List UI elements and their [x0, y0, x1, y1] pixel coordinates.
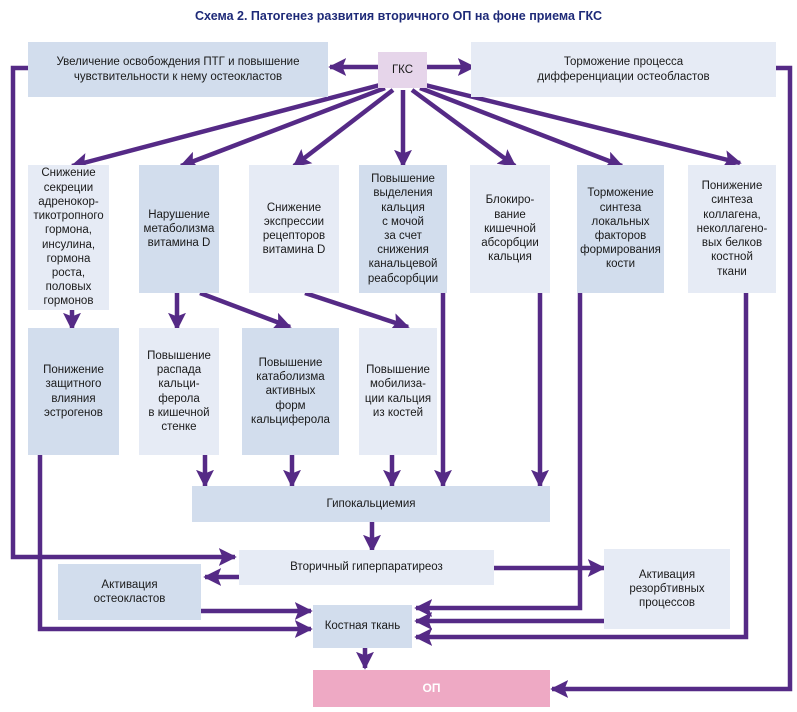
arrow-gks-local [419, 85, 624, 169]
node-op: ОП [313, 670, 550, 707]
node-vitd-metab: Нарушение метаболизма витамина D [139, 165, 219, 293]
node-resorptive: Активация резорбтивных процессов [604, 549, 730, 629]
node-intestinal: Блокиро- вание кишечной абсорбции кальци… [470, 165, 550, 293]
node-hyperparathyroidism: Вторичный гиперпаратиреоз [239, 550, 494, 585]
node-osteoblast: Торможение процесса дифференциации остео… [471, 42, 776, 97]
arrow-gks-intestinal [410, 88, 517, 168]
arrow-ptg-hpt [10, 65, 237, 566]
arrow-vitd-catabolism [199, 290, 292, 330]
arrow-gks-vitd-receptors [292, 88, 395, 168]
node-vitd-receptors: Снижение экспрессии рецепторов витамина … [249, 165, 339, 293]
arrow-gks-hormones [70, 82, 381, 171]
node-ptg: Увеличение освобождения ПТГ и повышение … [28, 42, 328, 97]
node-mobilization: Повышение мобилиза- ции кальция из косте… [359, 328, 437, 455]
arrow-receptors-mobilization [304, 290, 410, 331]
diagram-title: Схема 2. Патогенез развития вторичного О… [195, 9, 602, 23]
arrow-local-bone [414, 293, 583, 617]
node-hypocalcemia: Гипокальциемия [192, 486, 550, 522]
arrow-collagen-bone [414, 293, 749, 646]
node-hormones: Снижение секреции адренокор- тикотропног… [28, 165, 109, 310]
node-collagen: Понижение синтеза коллагена, неколлагено… [688, 165, 776, 293]
node-gks: ГКС [378, 52, 427, 88]
node-catabolism: Повышение катаболизма активных форм каль… [242, 328, 339, 455]
node-local-factors: Торможение синтеза локальных факторов фо… [577, 165, 664, 293]
node-bone-tissue: Костная ткань [313, 605, 412, 648]
arrow-osteoblast-op [550, 65, 793, 698]
node-osteoclast-activation: Активация остеокластов [58, 564, 201, 620]
node-calciferol-decay: Повышение распада кальци- ферола в кишеч… [139, 328, 219, 455]
arrow-gks-collagen [424, 82, 742, 168]
node-estrogen: Понижение защитного влияния эстрогенов [28, 328, 119, 455]
arrow-estrogen-bone [37, 455, 313, 638]
node-urine-ca: Повышение выделения кальция с мочой за с… [359, 165, 447, 293]
arrow-gks-vitd-metab [179, 85, 386, 169]
